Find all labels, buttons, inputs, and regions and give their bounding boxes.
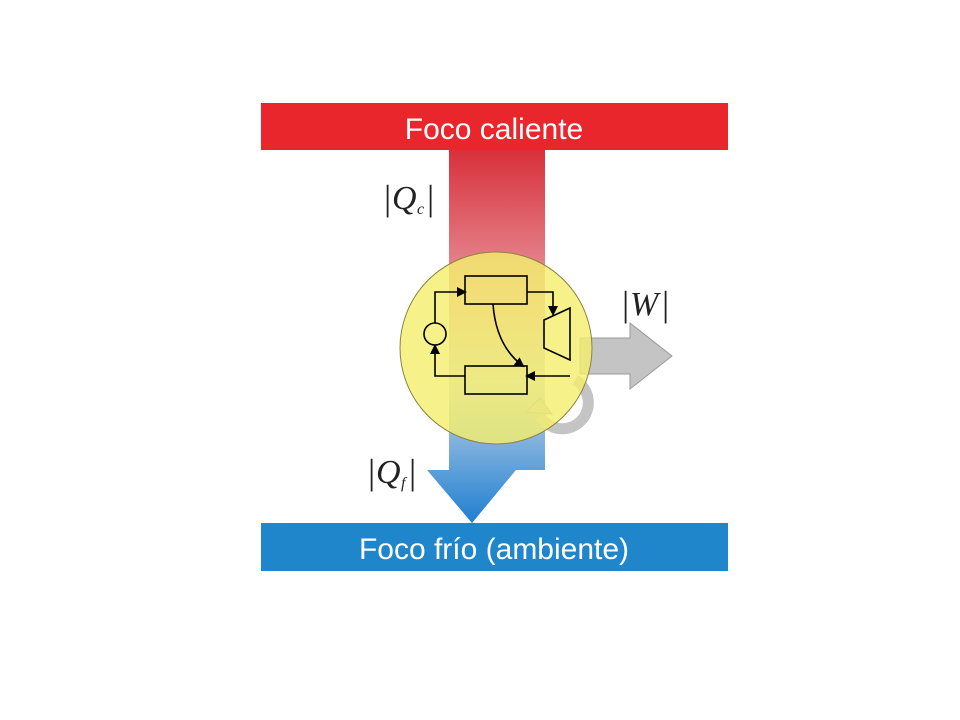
flow-pump-to-upper xyxy=(434,287,467,323)
heat-out-label: | Q f | xyxy=(368,452,416,492)
hot-reservoir xyxy=(261,103,728,150)
heat-in-symbol: Q xyxy=(392,180,417,217)
heat-in-subscript: c xyxy=(417,201,424,218)
svg-text:|: | xyxy=(368,452,375,492)
svg-text:|: | xyxy=(662,284,669,324)
engine-cycle-schematic xyxy=(423,275,571,395)
flow-internal-curve xyxy=(492,303,525,368)
hot-reservoir-label: Foco caliente xyxy=(405,113,583,146)
svg-text:|: | xyxy=(409,452,416,492)
svg-text:|: | xyxy=(622,284,629,324)
work-output-arrow xyxy=(579,321,673,391)
flow-lower-to-pump xyxy=(430,344,465,377)
heat-out-symbol: Q xyxy=(376,454,401,491)
work-label: | W | xyxy=(622,284,669,324)
cold-reservoir-label: Foco frío (ambiente) xyxy=(359,533,629,566)
svg-text:|: | xyxy=(384,178,391,218)
turbine xyxy=(543,306,571,362)
heat-out-subscript: f xyxy=(401,475,408,492)
flow-upper-to-turbine xyxy=(527,291,558,316)
work-symbol: W xyxy=(630,286,661,323)
engine-circle xyxy=(399,251,593,445)
heat-in-label: | Q c | xyxy=(384,178,434,218)
cold-reservoir xyxy=(261,523,728,571)
svg-text:|: | xyxy=(427,178,434,218)
